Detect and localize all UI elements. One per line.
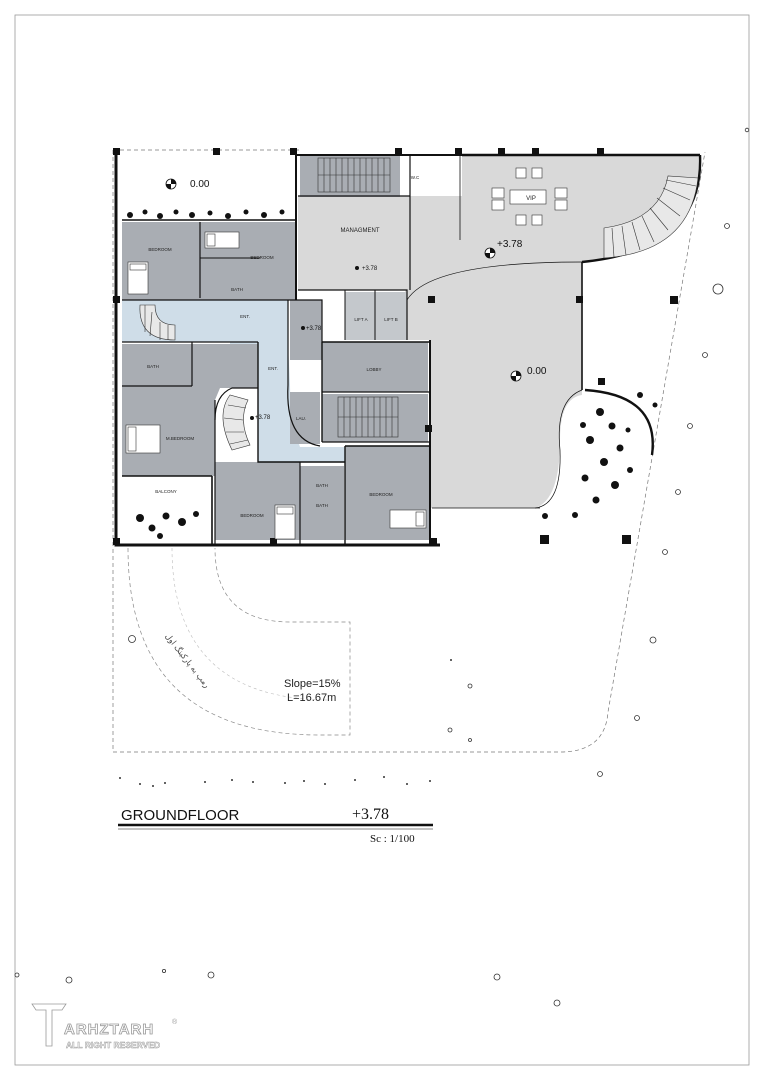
staircase-top	[317, 157, 391, 193]
level-parking: 0.00	[527, 366, 547, 377]
label-bedroom-bottom: BEDROOM	[240, 513, 264, 518]
label-bath-bottom-a: BATH	[316, 483, 328, 488]
level-yard-top: 0.00	[190, 179, 210, 190]
label-lobby: LOBBY	[366, 367, 381, 372]
label-lift-a: LIFT A	[354, 317, 367, 322]
level-marker-parking	[510, 370, 522, 382]
ramp-note: رمپ به پارکینگ اول	[163, 631, 212, 690]
level-stair-small: +3.78	[255, 415, 271, 421]
logo-t-icon	[31, 1003, 67, 1047]
level-core-small: +3.78	[306, 326, 322, 332]
label-bath-bottom-b: BATH	[316, 503, 328, 508]
structural-columns	[113, 148, 678, 545]
spiral-stair-corridor	[139, 304, 251, 451]
title-block: GROUNDFLOOR +3.78 Sc : 1/100	[118, 806, 433, 845]
logo-rights: ALL RIGHT RESERVED	[66, 1040, 160, 1050]
watermark-logo: ARHZTARH ALL RIGHT RESERVED ®	[31, 1003, 178, 1050]
parking-ramp	[127, 547, 351, 736]
landscape-planting	[127, 209, 658, 539]
level-marker-small	[250, 266, 359, 420]
label-lift-b: LIFT B	[384, 317, 397, 322]
beds	[125, 231, 427, 540]
label-laundry: LAU.	[296, 416, 306, 421]
level-marker-hall	[484, 247, 496, 259]
label-wc: W.C	[411, 175, 420, 180]
label-bedroom-right: BEDROOM	[369, 492, 393, 497]
label-entrance-left: ENT.	[240, 314, 250, 319]
spiral-stair-hall	[603, 175, 699, 259]
drawing-scale: Sc : 1/100	[370, 833, 415, 845]
label-bath-top: BATH	[231, 287, 243, 292]
sheet-border	[14, 14, 750, 1066]
logo-registered-mark: ®	[172, 1018, 178, 1026]
label-management: MANAGMENT	[341, 228, 380, 234]
site-boundary	[112, 149, 706, 753]
label-entrance-center: ENT.	[268, 366, 278, 371]
planter-curve-wall	[584, 388, 654, 456]
label-bedroom-top-mid: BEDROOM	[250, 255, 274, 260]
level-marker-yard-top	[165, 178, 177, 190]
vip-lounge-furniture	[491, 167, 568, 226]
label-master-bedroom: M.BEDROOM	[166, 436, 195, 441]
label-vip: VIP	[526, 196, 536, 202]
level-management-small: +3.78	[362, 266, 378, 272]
level-hall: +3.78	[497, 239, 523, 250]
staircase-core	[337, 396, 399, 438]
ramp-slope-label: Slope=15%	[284, 678, 341, 690]
logo-brand: ARHZTARH	[64, 1021, 154, 1038]
ramp-length-label: L=16.67m	[287, 692, 336, 704]
label-bath-mid: BATH	[147, 364, 159, 369]
drawing-level: +3.78	[352, 806, 389, 823]
drawing-title: GROUNDFLOOR	[121, 807, 240, 824]
site-dots	[119, 659, 452, 787]
label-balcony: BALCONY	[155, 489, 177, 494]
site-markers	[14, 127, 750, 1007]
label-bedroom-top-left: BEDROOM	[148, 247, 172, 252]
